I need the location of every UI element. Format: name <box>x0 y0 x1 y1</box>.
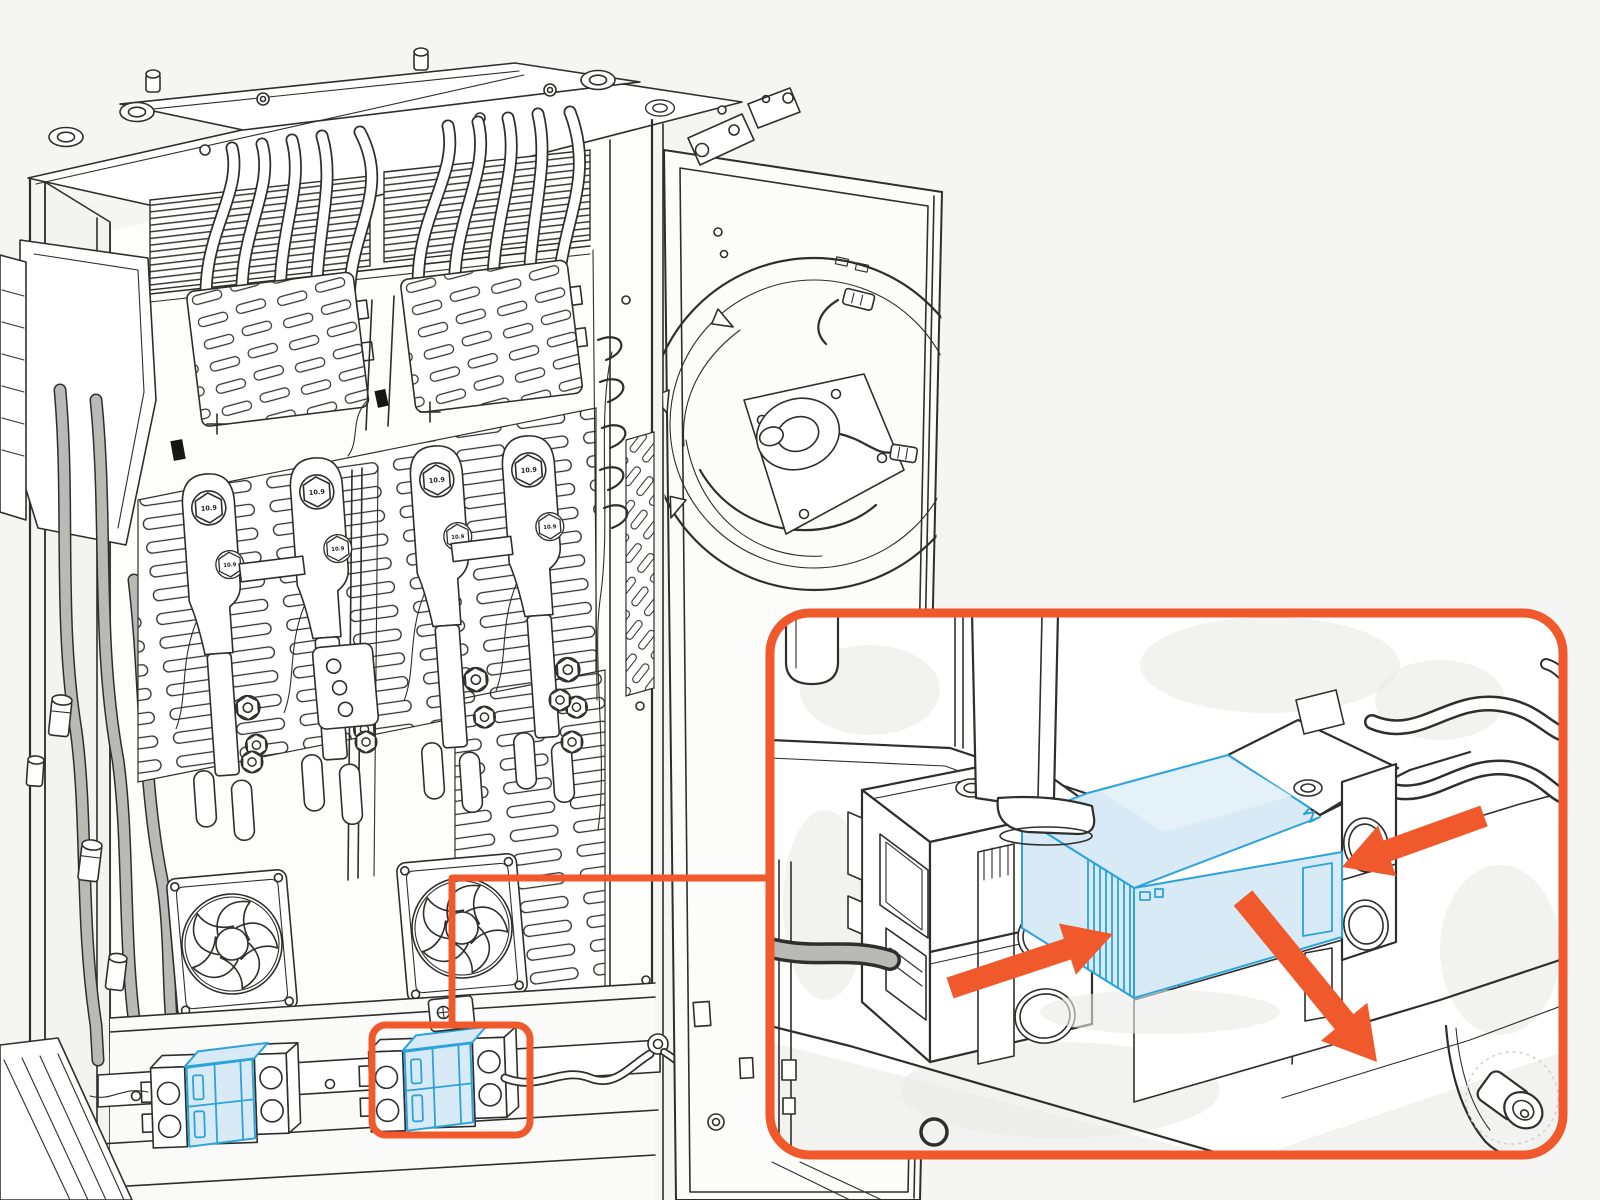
floor-continuation <box>771 1161 883 1200</box>
hose-connector <box>77 839 103 883</box>
hose-connector <box>25 755 45 788</box>
busbar-assemblies <box>159 433 594 881</box>
bracket-column <box>970 613 1096 846</box>
callout-leader-line <box>448 874 774 1027</box>
fan-connector <box>889 443 919 464</box>
fuse-cover-highlighted <box>1021 754 1343 1034</box>
direction-arrows <box>946 805 1488 1062</box>
door-connector <box>841 287 876 311</box>
callout-border <box>765 608 1568 1160</box>
left-shield-panel <box>19 239 157 546</box>
left-corrugation <box>1 289 25 457</box>
door-fan-shroud <box>660 256 944 592</box>
terminal-block-left <box>138 1040 303 1150</box>
door-edge-in-callout <box>778 859 797 1155</box>
cabinet <box>0 47 743 1200</box>
cooling-fan-left <box>165 868 299 1020</box>
hose-connector <box>47 694 73 738</box>
hose-connector <box>104 952 128 992</box>
igbt-module-covers <box>170 259 589 461</box>
remove-arrow <box>1233 890 1377 1062</box>
connector-plug <box>1444 1024 1559 1155</box>
press-arrow-right <box>1342 805 1488 877</box>
door-hinge-top <box>687 87 801 166</box>
terminal-block-right <box>356 1024 521 1134</box>
callout-content <box>770 613 1563 1155</box>
spacer-plate <box>311 642 380 730</box>
capacitor-cylinder <box>784 613 840 686</box>
press-arrow-left <box>946 923 1113 999</box>
door-fan-motor <box>682 329 919 557</box>
